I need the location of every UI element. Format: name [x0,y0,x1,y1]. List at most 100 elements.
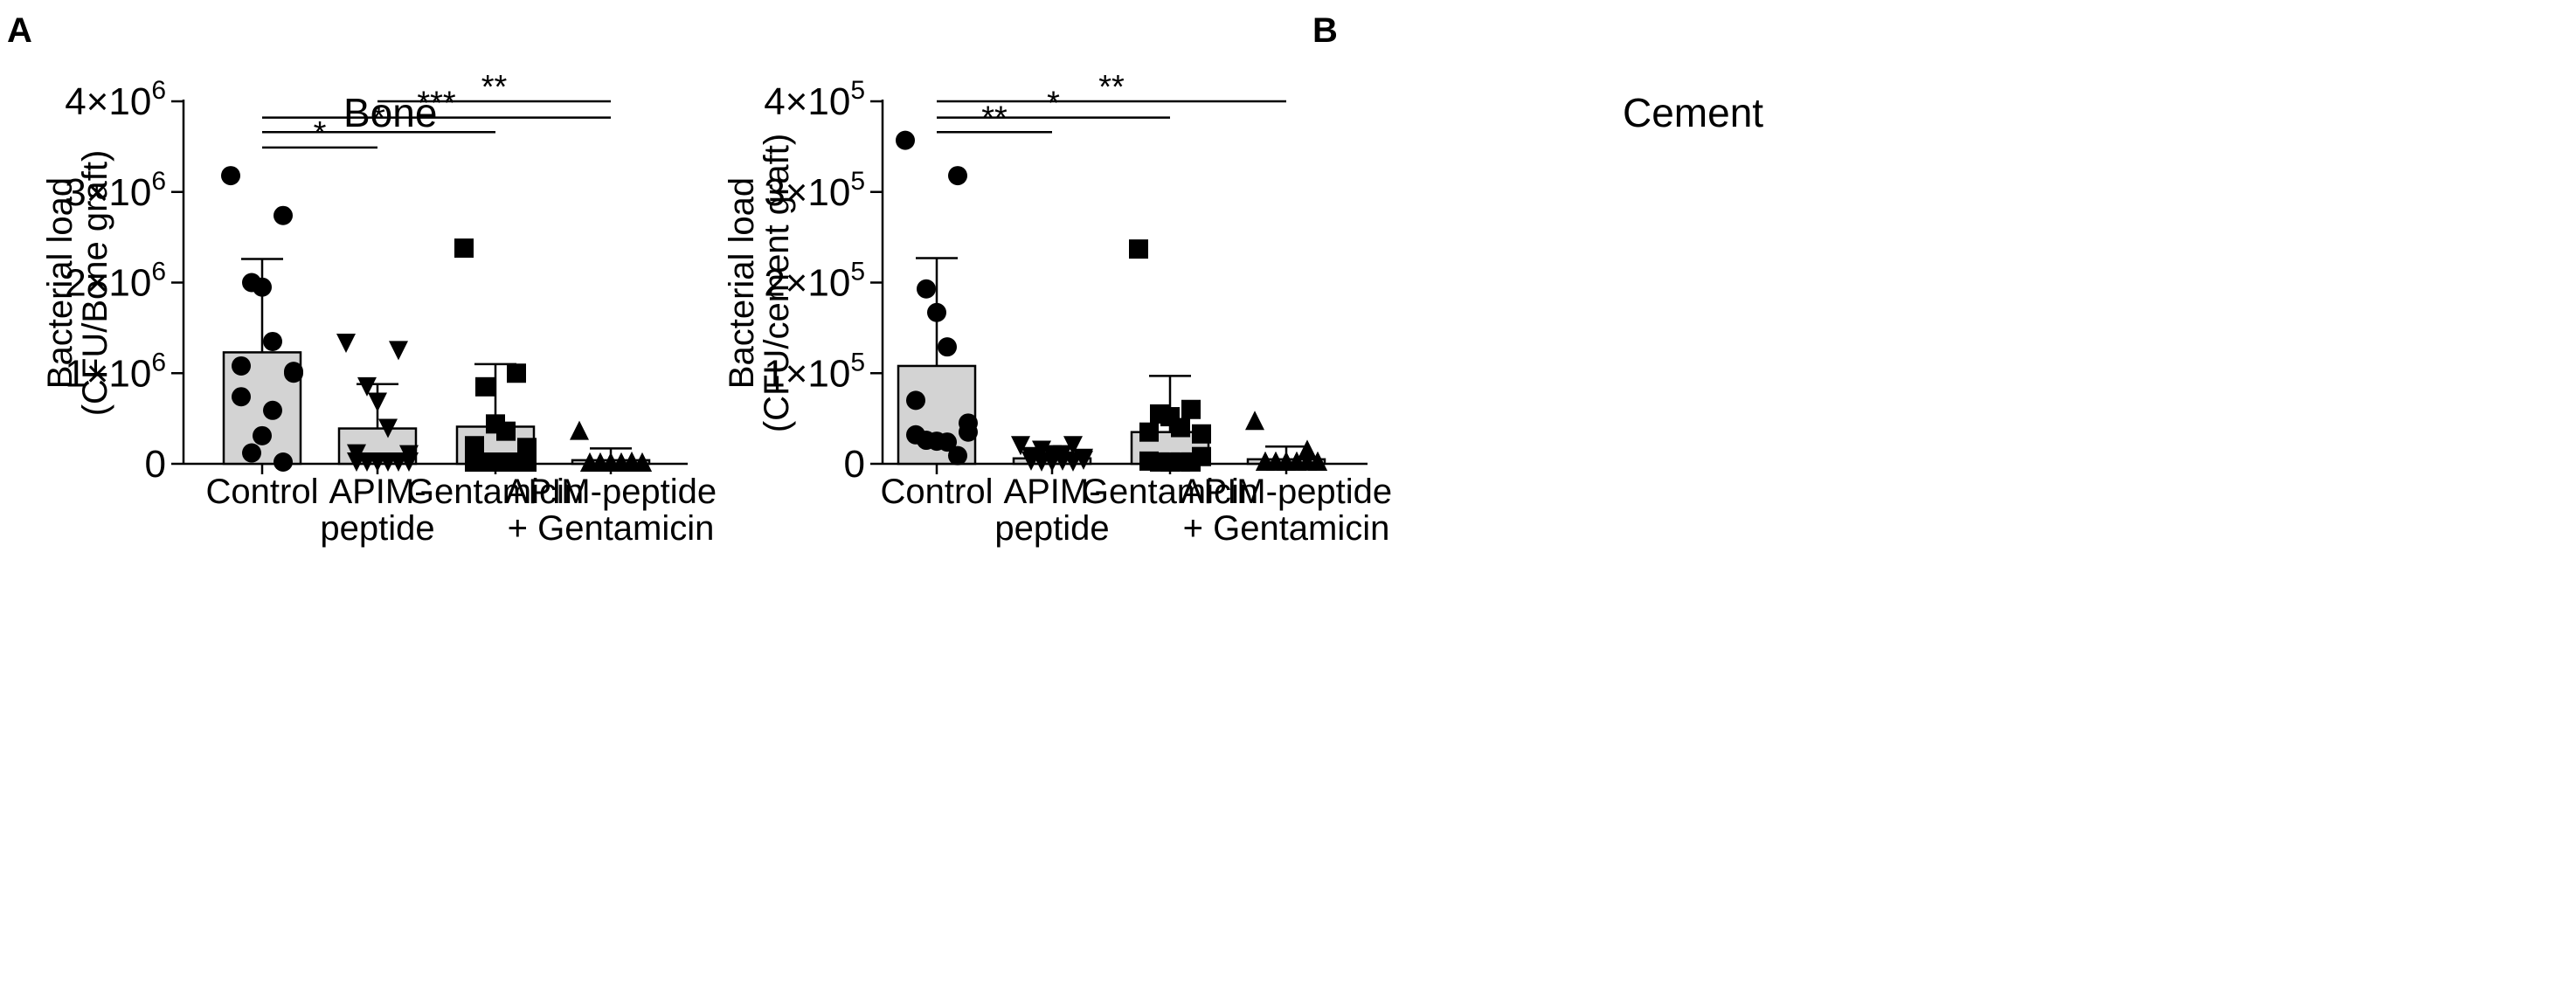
data-point [336,334,356,354]
data-point [591,452,610,472]
y-tick-label-exponent: 6 [151,348,166,376]
category-label-line: Control [206,473,319,511]
significance-label: * [372,100,385,136]
category-label: APIM-peptide+ Gentamicin [505,473,717,548]
y-tick-label-exponent: 6 [151,167,166,196]
data-point [389,452,408,472]
panel-b: B Cement Bacterial load(CFU/cement graft… [723,11,1763,548]
group-2: Gentamicin [1082,239,1258,511]
data-point [263,400,282,420]
significance-label: ** [481,69,508,106]
data-point [917,279,936,299]
y-tick-label-exponent: 5 [850,258,865,286]
group-1: APIM-peptide [994,436,1110,548]
y-tick-label: 1×105 [764,348,865,395]
data-point [1298,451,1317,471]
data-point [274,452,293,472]
group-2: Gentamicin [407,238,584,511]
group-1: APIM-peptide [320,334,435,548]
data-point [357,452,377,472]
data-point [1181,452,1201,472]
y-tick-label: 3×106 [65,167,166,214]
data-point [1139,422,1159,442]
data-point [1192,424,1211,444]
data-point [959,422,978,442]
category-label-line: APIM-peptide [505,473,717,511]
panel-title-bone: Bone [343,90,437,135]
data-point [221,166,240,186]
y-axis-label-line: Bacterial load [41,177,80,389]
data-point [357,376,377,397]
data-point [1032,452,1051,472]
category-label-line: peptide [320,509,434,548]
data-point [507,452,526,472]
data-point [1181,399,1201,419]
category-label: Control [206,473,319,511]
y-tick-label-base: 2×10 [764,262,850,305]
significance-label: ** [1098,69,1125,106]
y-tick-label-base: 3×10 [764,171,850,214]
y-tick-label-exponent: 6 [151,258,166,286]
data-point [1171,418,1190,438]
data-point [253,277,272,297]
data-point [1298,439,1317,459]
panel-title-cement: Cement [1623,90,1763,135]
data-point [263,331,282,351]
data-point [896,130,915,150]
category-label-line: APIM- [1003,473,1100,511]
data-point [389,341,408,361]
data-point [1011,436,1030,456]
group-0: Control [881,130,994,511]
data-point [232,387,251,407]
group-0: Control [206,166,319,511]
category-label: Control [881,473,994,511]
y-tick-label-base: 4×10 [764,80,850,123]
y-tick-label: 2×106 [65,258,166,305]
data-point [475,452,495,472]
group-3: APIM-peptide+ Gentamicin [1181,411,1392,548]
y-tick-label-exponent: 5 [850,76,865,105]
data-point [454,238,474,259]
y-tick-label-base: 1×10 [764,352,850,395]
data-point [496,421,516,441]
data-point [1245,411,1264,431]
data-point [927,302,946,322]
category-label-line: peptide [994,509,1109,548]
category-label: APIM-peptide [994,473,1109,548]
data-point [274,205,293,225]
y-tick-label-exponent: 5 [850,167,865,196]
y-tick-label: 0 [844,443,865,486]
y-tick-label: 4×105 [764,76,865,123]
data-point [465,436,484,456]
category-label: Gentamicin [407,473,584,511]
significance-label: * [314,115,327,152]
data-point [232,356,251,376]
category-label-line: Gentamicin [407,473,584,511]
y-axis-label: Bacterial load(CFU/Bone graft) [41,150,114,417]
data-point [378,418,398,438]
y-tick-label-exponent: 5 [850,348,865,376]
data-point [1063,436,1083,456]
y-tick-label-base: 2×10 [65,262,151,305]
data-point [1129,239,1148,259]
data-point [1266,451,1285,471]
category-label: APIM-peptide+ Gentamicin [1181,473,1392,548]
panel-letter-a: A [7,11,32,50]
category-label-line: + Gentamicin [1183,509,1390,548]
y-tick-label-base: 1×10 [65,352,151,395]
y-tick-label: 3×105 [764,167,865,214]
data-point [906,390,925,411]
data-point [368,392,387,412]
data-point [948,166,967,186]
category-label-line: APIM-peptide [1181,473,1392,511]
data-point [948,445,967,466]
group-3: APIM-peptide+ Gentamicin [505,420,717,548]
y-tick-label: 4×106 [65,76,166,123]
data-point [938,337,957,357]
data-point [917,431,936,451]
y-tick-label-exponent: 6 [151,76,166,105]
category-label-line: + Gentamicin [508,509,715,548]
y-tick-label-base: 0 [844,443,865,486]
category-label-line: APIM- [329,473,426,511]
